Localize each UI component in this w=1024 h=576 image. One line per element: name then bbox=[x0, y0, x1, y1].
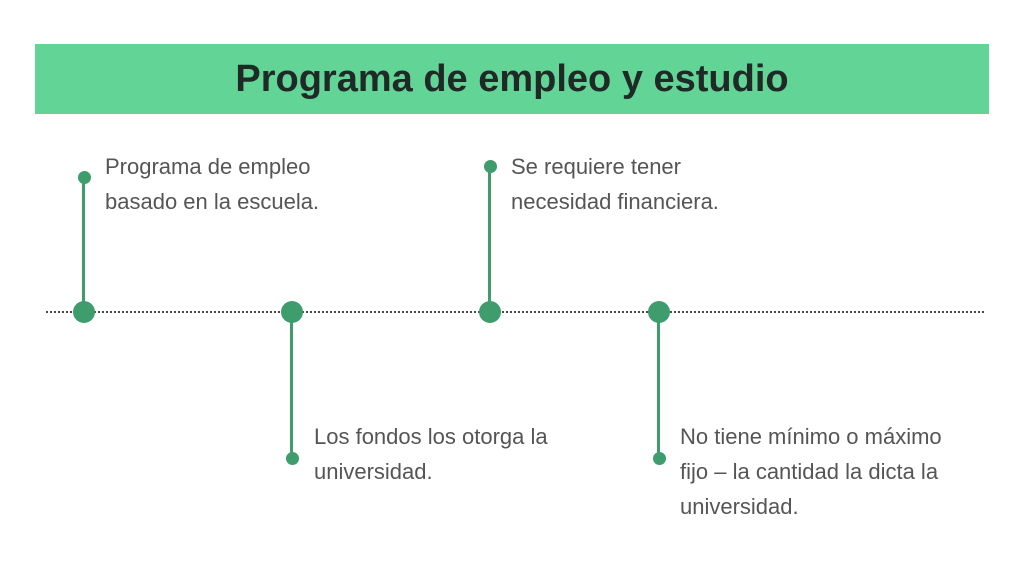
title-banner: Programa de empleo y estudio bbox=[35, 44, 989, 114]
timeline-dot-2 bbox=[286, 452, 299, 465]
event-4-line-3: universidad. bbox=[680, 494, 799, 519]
timeline-dot-1 bbox=[78, 171, 91, 184]
event-1-text: Programa de empleo basado en la escuela. bbox=[105, 149, 319, 219]
timeline-node-3 bbox=[479, 301, 501, 323]
timeline-stem-1 bbox=[82, 177, 85, 307]
event-3-text: Se requiere tener necesidad financiera. bbox=[511, 149, 719, 219]
event-1-line-1: Programa de empleo bbox=[105, 154, 311, 179]
event-2-text: Los fondos los otorga la universidad. bbox=[314, 419, 548, 489]
event-4-line-2: fijo – la cantidad la dicta la bbox=[680, 459, 939, 484]
timeline-stem-3 bbox=[488, 166, 491, 307]
event-2-line-2: universidad. bbox=[314, 459, 433, 484]
timeline-node-4 bbox=[648, 301, 670, 323]
event-3-line-2: necesidad financiera. bbox=[511, 189, 719, 214]
event-2-line-1: Los fondos los otorga la bbox=[314, 424, 548, 449]
event-3-line-1: Se requiere tener bbox=[511, 154, 681, 179]
event-4-line-1: No tiene mínimo o máximo bbox=[680, 424, 942, 449]
timeline-node-2 bbox=[281, 301, 303, 323]
event-1-line-2: basado en la escuela. bbox=[105, 189, 320, 214]
event-4-text: No tiene mínimo o máximo fijo – la canti… bbox=[680, 419, 942, 524]
timeline-node-1 bbox=[73, 301, 95, 323]
timeline-dot-3 bbox=[484, 160, 497, 173]
timeline-stem-2 bbox=[290, 316, 293, 460]
timeline-axis bbox=[46, 311, 984, 313]
timeline-dot-4 bbox=[653, 452, 666, 465]
page-title: Programa de empleo y estudio bbox=[235, 57, 789, 100]
timeline-stem-4 bbox=[657, 316, 660, 460]
